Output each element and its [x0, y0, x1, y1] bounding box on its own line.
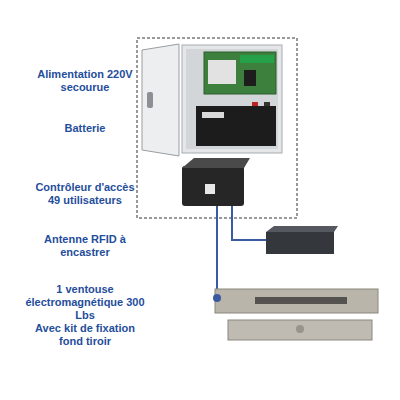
antenna-body — [266, 232, 334, 254]
armature-plate — [228, 320, 372, 340]
wire-junction — [213, 294, 221, 302]
rfid-antenna — [266, 226, 338, 254]
component — [244, 70, 256, 86]
device-label: Batterie — [29, 122, 141, 135]
device-label: 1 ventouse électromagnétique 300 Lbs — [25, 283, 145, 322]
device-label: Alimentation 220V secourue — [29, 68, 141, 94]
power-supply-cabinet — [142, 44, 282, 156]
access-controller — [182, 158, 250, 206]
antenna-top — [266, 226, 338, 232]
maglock-wire — [216, 206, 218, 298]
armature-screw — [296, 325, 304, 333]
transformer — [208, 60, 236, 84]
device-label: Antenne RFID à encastrer — [35, 233, 135, 259]
battery-terminal — [264, 102, 270, 106]
dashed-enclosure — [137, 38, 297, 218]
wiring — [217, 206, 266, 298]
battery — [196, 106, 276, 146]
terminal-block — [240, 55, 274, 63]
cabinet-door — [142, 44, 179, 156]
device-label: Avec kit de fixation fond tiroir — [24, 322, 146, 348]
controller-port — [205, 184, 215, 194]
battery-sticker — [202, 112, 224, 118]
cabinet-interior — [186, 49, 278, 149]
controller-body — [182, 166, 244, 206]
cabinet-body — [182, 45, 282, 153]
electromagnetic-lock — [213, 289, 378, 340]
device-label: Contrôleur d'accès 49 utilisateurs — [29, 181, 141, 207]
door-lock — [147, 92, 153, 108]
maglock-body — [215, 289, 378, 313]
controller-top — [182, 158, 250, 168]
maglock-groove — [255, 297, 347, 304]
antenna-wire — [232, 206, 266, 240]
battery-terminal — [252, 102, 258, 106]
power-board — [204, 52, 276, 94]
